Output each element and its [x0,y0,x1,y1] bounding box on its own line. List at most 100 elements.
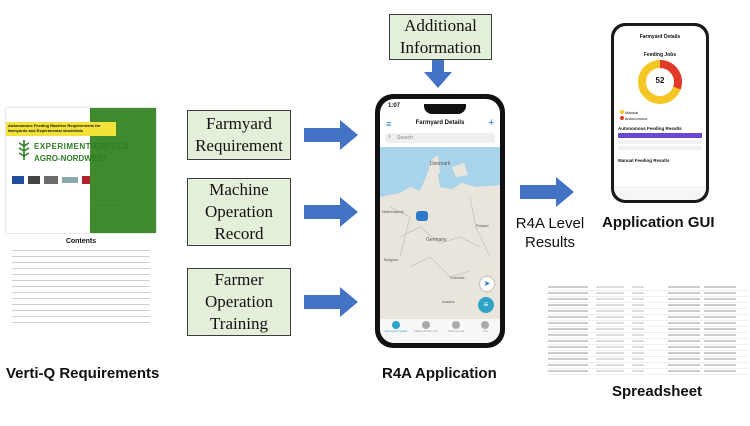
app-header-title: Farmyard Details [415,120,465,126]
spreadsheet-row [548,356,748,363]
map-land [380,155,500,319]
search-placeholder: Search [397,135,413,141]
document-contents: Contents [6,234,156,334]
search-input[interactable]: ⌕ Search [385,133,495,143]
search-icon: ⌕ [388,134,392,140]
gui-title: Farmyard Details [639,34,681,40]
document-authors: · · · · · · · · · · · · · · · · · · [92,200,125,204]
tab-bar: Farmyard Details Milking Robot Info Trai… [380,319,500,343]
document-header-strip: Autonomous Feeding Machine Requirements … [6,122,116,136]
toc-line [12,280,150,281]
results-row [618,140,702,144]
arrow-additional-to-app [424,60,452,88]
legend-autonomous: Autonomous [620,116,647,121]
document-logo-line2: AGRO-NORDWEST [34,154,108,163]
tab-label: Info [482,329,488,333]
contents-title: Contents [65,238,97,245]
spreadsheet-row [548,368,748,375]
r4a-application-caption: R4A Application [382,365,497,382]
phone-screen: 1:07 ≡ Farmyard Details + ⌕ Search Denma… [380,99,500,343]
info-tab-icon [481,321,489,329]
r4a-phone: 1:07 ≡ Farmyard Details + ⌕ Search Denma… [375,94,505,348]
tab-info[interactable]: Info [472,321,498,333]
gui-screen: Farmyard Details Feeding Jobs 52 Manual … [614,26,706,200]
map-label: Netherlands [382,209,404,214]
robot-tab-icon [422,321,430,329]
legend-label: Autonomous [624,116,648,121]
spreadsheet-row [548,302,748,309]
arrow-machine-to-app [304,197,358,227]
section-manual-results: Manual Feeding Results [618,158,670,163]
r4a-level-results-label: R4A Level Results [515,215,585,251]
results-row [618,146,702,150]
toc-line [12,286,150,287]
training-tab-icon [452,321,460,329]
toc-line [12,292,150,293]
tab-label: Milking Robot Info [413,329,438,333]
spreadsheet-row [548,350,748,357]
toc-line [12,250,150,251]
arrow-farmyard-to-app [304,120,358,150]
spreadsheet-row [548,326,748,333]
spreadsheet-row [548,332,748,339]
verti-q-caption: Verti-Q Requirements [6,365,160,382]
toc-line [12,298,150,299]
tab-milking-robot-info[interactable]: Milking Robot Info [412,321,440,333]
menu-icon[interactable]: ≡ [386,119,392,129]
gui-tab-bar [614,186,706,200]
legend-swatch [620,116,624,120]
toc-line [12,304,150,305]
document-cover: Autonomous Feeding Machine Requirements … [6,108,156,233]
toc-line [12,268,150,269]
tab-farmyard-details[interactable]: Farmyard Details [382,321,410,333]
phone-notch [424,104,466,114]
spreadsheet-row [548,284,748,291]
additional-information-box: Additional Information [389,14,492,60]
spreadsheet-row [548,308,748,315]
spreadsheet-caption: Spreadsheet [612,383,703,400]
arrow-app-to-results [520,177,574,207]
spreadsheet-row [548,296,748,303]
locate-icon[interactable]: ➤ [480,277,494,291]
tab-label: Farmyard Details [384,329,408,333]
toc-line [12,256,150,257]
toc-line [12,262,150,263]
legend-label: Manual [625,110,639,115]
spreadsheet-image [548,284,748,380]
map-label: Poland [476,223,489,228]
gui-chart-title: Feeding Jobs [643,52,677,58]
section-autonomous-results: Autonomous Feeding Results [618,126,682,131]
machine-operation-record-box: Machine Operation Record [187,178,291,246]
spreadsheet-row [548,338,748,345]
spreadsheet-row [548,344,748,351]
farmyard-marker-icon[interactable] [416,211,428,221]
verti-q-document: Autonomous Feeding Machine Requirements … [6,108,156,334]
results-table-header [618,133,702,138]
add-icon[interactable]: + [488,117,495,129]
map-view[interactable]: Denmark Germany Netherlands Poland Czech… [380,147,500,319]
toc-line [12,322,150,323]
spreadsheet-row [548,290,748,297]
map-label: Austria [442,299,455,304]
spreadsheet-row [548,314,748,321]
map-label: Czechia [450,275,465,280]
partner-logos-icon [12,176,90,184]
arrow-training-to-app [304,287,358,317]
farmyard-tab-icon [392,321,400,329]
map-label: Denmark [430,161,451,167]
legend-swatch [620,110,624,114]
application-gui-caption: Application GUI [602,214,715,231]
tab-training-hall[interactable]: Training Hall [442,321,470,333]
application-gui-phone: Farmyard Details Feeding Jobs 52 Manual … [611,23,709,203]
farmer-operation-training-box: Farmer Operation Training [187,268,291,336]
tab-label: Training Hall [447,329,465,333]
spreadsheet-row [548,320,748,327]
donut-center-value: 52 [655,76,665,85]
spreadsheet-row [548,362,748,369]
list-fab-icon[interactable]: ≡ [478,297,494,313]
status-time: 1:07 [388,103,401,109]
app-header: ≡ Farmyard Details + [380,117,500,131]
map-label: Belgium [384,257,399,262]
document-logo-line1: EXPERIMENTIERFELD [34,142,129,151]
